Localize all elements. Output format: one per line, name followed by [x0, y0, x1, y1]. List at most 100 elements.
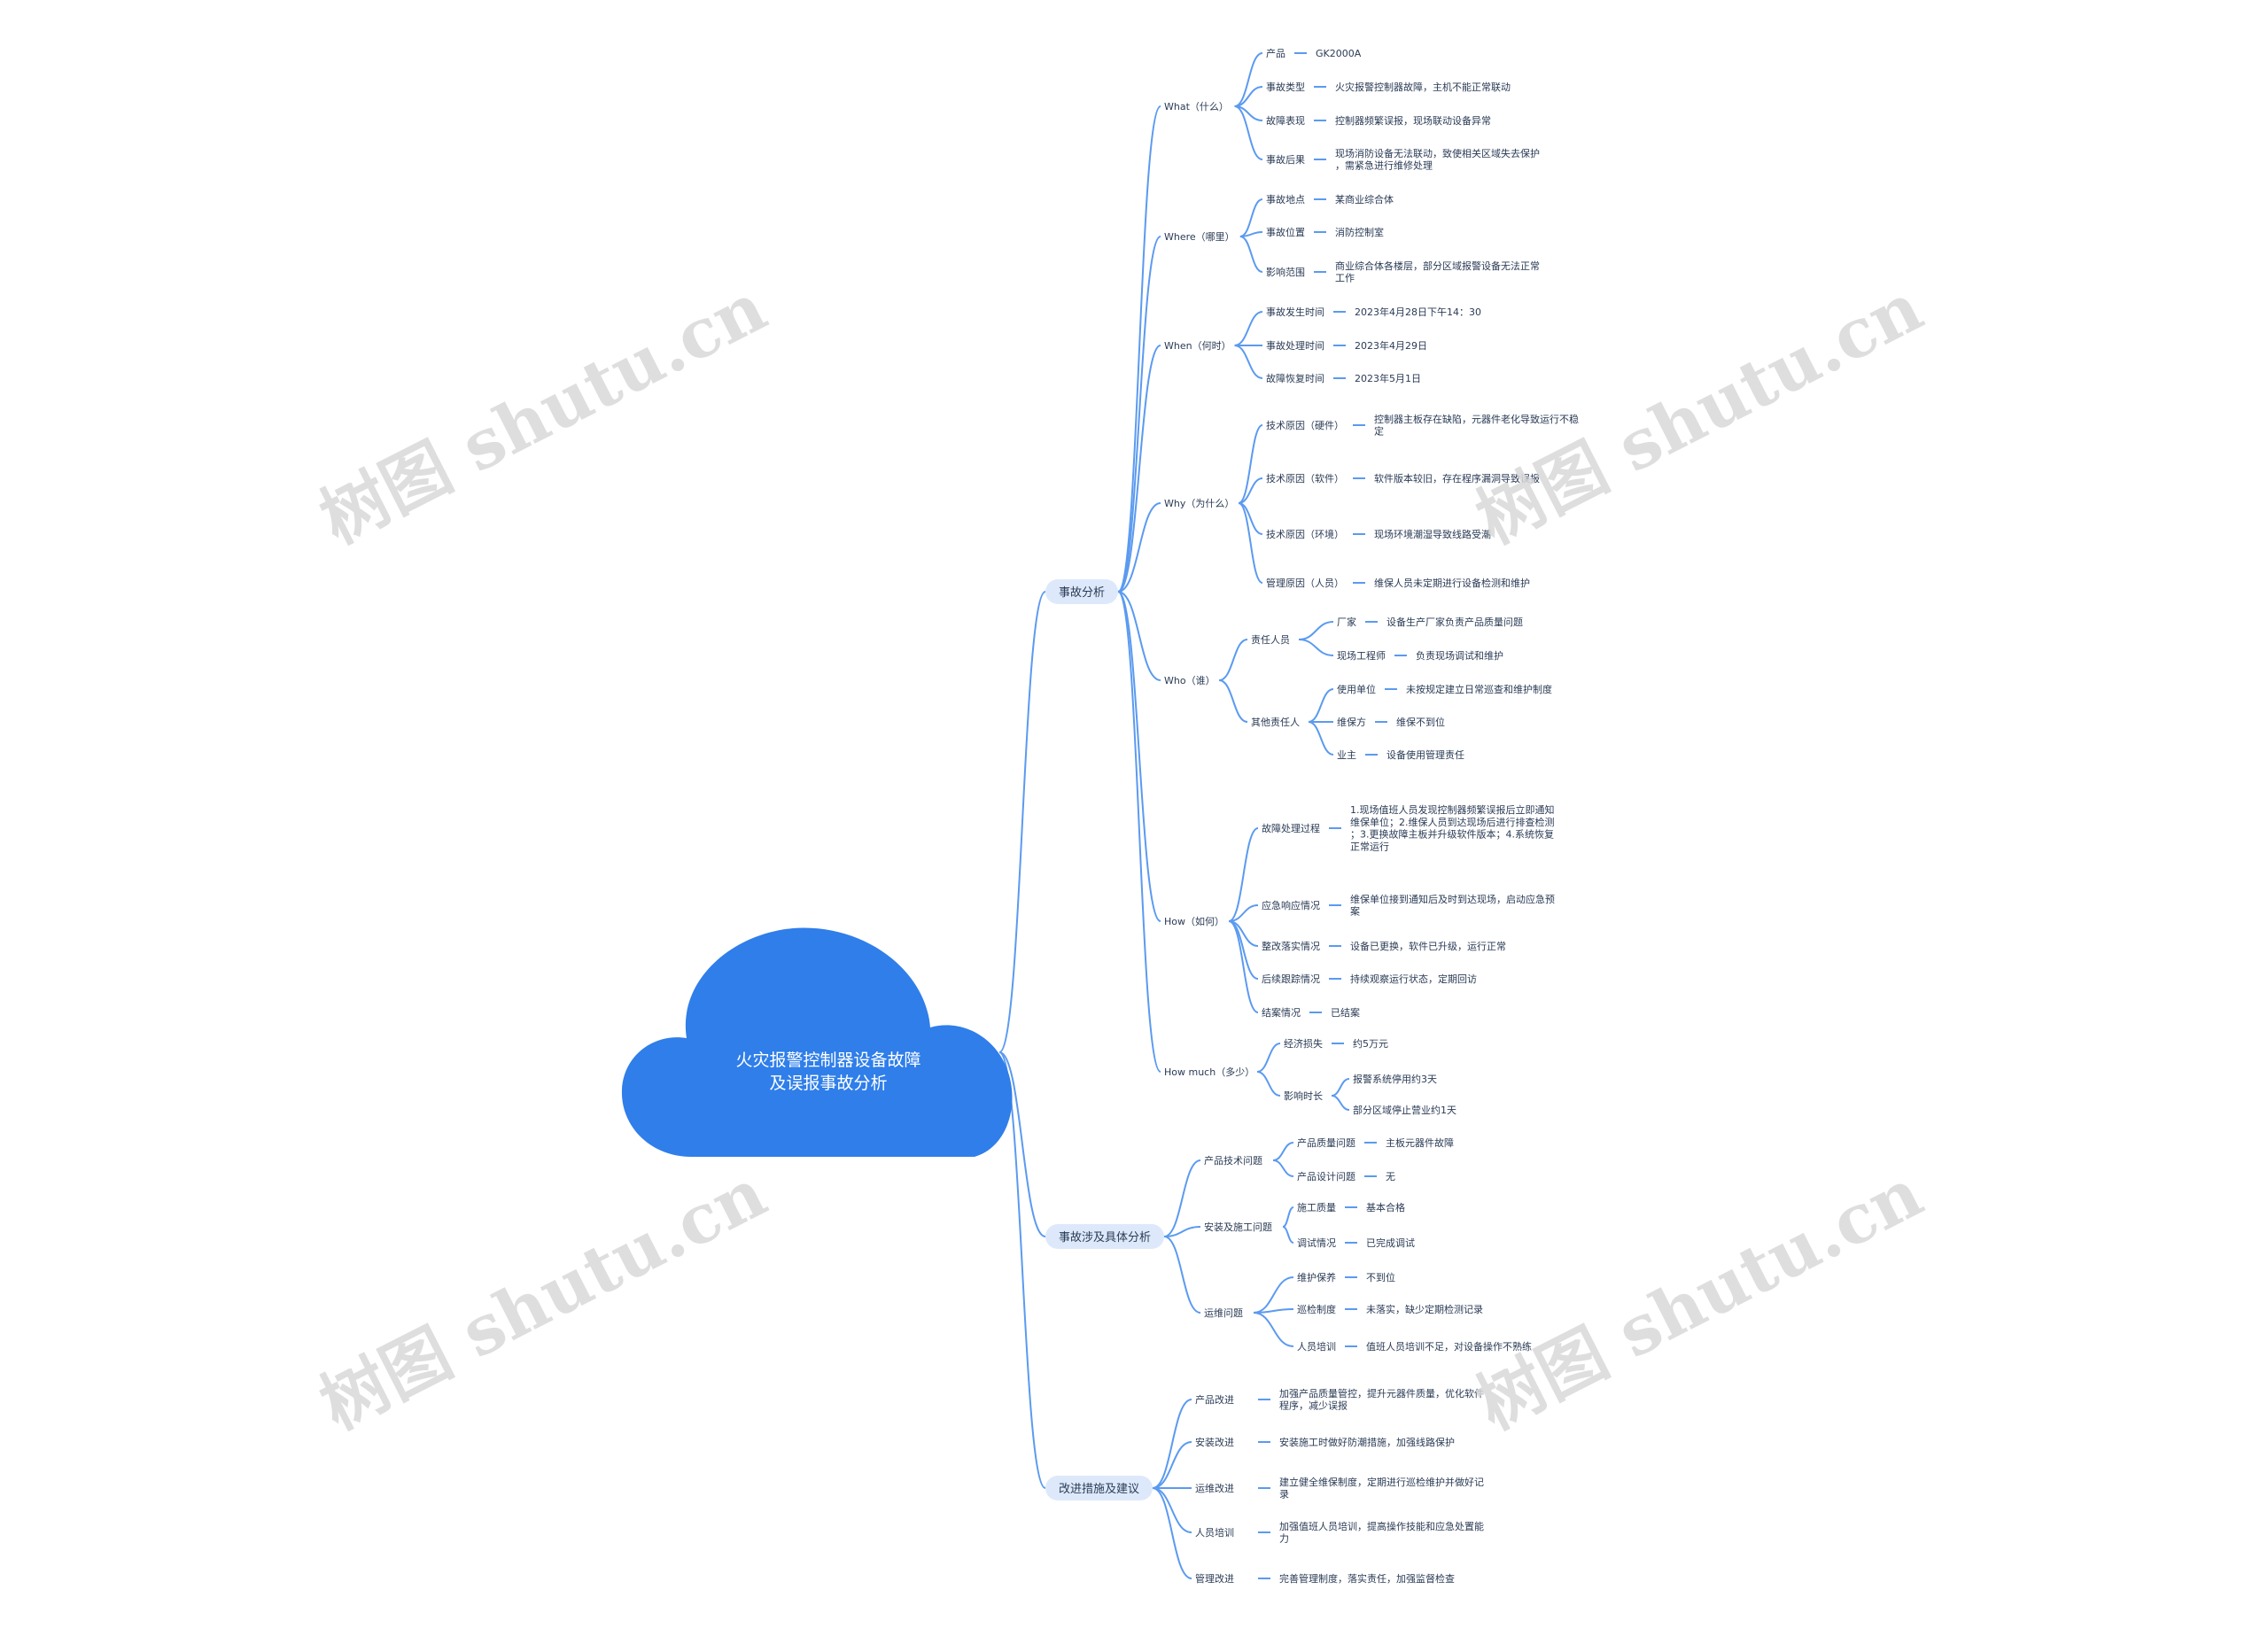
leaf-value[interactable]: 安装施工时做好防潮措施，加强线路保护 [1279, 1436, 1455, 1448]
leaf-value[interactable]: 消防控制室 [1335, 226, 1384, 238]
leaf-value[interactable]: 设备已更换，软件已升级，运行正常 [1350, 940, 1506, 952]
leaf-value[interactable]: 不到位 [1366, 1271, 1395, 1283]
leaf-label[interactable]: 事故地点 [1266, 193, 1305, 205]
group-label[interactable]: 其他责任人 [1251, 717, 1300, 728]
leaf-label[interactable]: 事故后果 [1266, 153, 1305, 166]
leaf-value[interactable]: 已结案 [1331, 1006, 1360, 1019]
group-label[interactable]: 责任人员 [1251, 634, 1290, 646]
branch-1-label[interactable]: 事故涉及具体分析 [1059, 1231, 1151, 1244]
node-How（如何）[interactable]: How（如何） [1164, 915, 1224, 927]
leaf-value[interactable]: 软件版本较旧，存在程序漏洞导致误报 [1374, 472, 1540, 485]
leaf-label[interactable]: 技术原因（软件） [1266, 472, 1344, 485]
leaf-value[interactable]: 2023年4月29日 [1355, 339, 1427, 352]
level2-connector [1238, 424, 1263, 504]
branch-0-label[interactable]: 事故分析 [1059, 586, 1105, 600]
leaf-label[interactable]: 影响时长 [1284, 1090, 1323, 1102]
leaf-label[interactable]: 事故类型 [1266, 81, 1305, 93]
leaf-value[interactable]: 部分区域停止营业约1天 [1353, 1104, 1456, 1116]
node-管理改进[interactable]: 管理改进 [1195, 1572, 1234, 1585]
leaf-value[interactable]: 设备生产厂家负责产品质量问题 [1386, 616, 1523, 628]
node-产品改进[interactable]: 产品改进 [1195, 1393, 1234, 1406]
leaf-value[interactable]: 报警系统停用约3天 [1353, 1073, 1437, 1085]
leaf-label[interactable]: 影响范围 [1266, 266, 1305, 278]
node-How much（多少）[interactable]: How much（多少） [1164, 1066, 1254, 1078]
leaf-value[interactable]: 2023年4月28日下午14：30 [1355, 306, 1481, 318]
level2-connector [1234, 105, 1263, 160]
node-Where（哪里）[interactable]: Where（哪里） [1164, 231, 1235, 243]
leaf-value[interactable]: 无 [1386, 1171, 1395, 1182]
node-安装改进[interactable]: 安装改进 [1195, 1436, 1234, 1448]
branch-2-pill[interactable] [1045, 1476, 1153, 1500]
leaf-value[interactable]: 主板元器件故障 [1386, 1136, 1454, 1149]
leaf-label[interactable]: 巡检制度 [1297, 1303, 1336, 1315]
leaf-label[interactable]: 产品质量问题 [1297, 1136, 1355, 1149]
leaf-label[interactable]: 应急响应情况 [1262, 899, 1320, 911]
node-When（何时）[interactable]: When（何时） [1164, 340, 1231, 352]
leaf-value[interactable]: 加强值班人员培训，提高操作技能和应急处置能力 [1279, 1520, 1484, 1545]
leaf-value[interactable]: 现场消防设备无法联动，致使相关区域失去保护，需紧急进行维修处理 [1335, 147, 1540, 172]
leaf-label[interactable]: 维保方 [1337, 716, 1366, 728]
node-人员培训[interactable]: 人员培训 [1195, 1526, 1234, 1539]
leaf-label[interactable]: 产品设计问题 [1297, 1170, 1355, 1182]
leaf-label[interactable]: 故障表现 [1266, 114, 1305, 127]
level2-connector [1256, 1071, 1281, 1097]
leaf-value[interactable]: 某商业综合体 [1335, 193, 1394, 205]
root-node[interactable]: 火灾报警控制器设备故障 及误报事故分析 [621, 927, 1013, 1157]
leaf-label[interactable]: 技术原因（硬件） [1266, 420, 1344, 431]
leaf-value[interactable]: 2023年5月1日 [1355, 372, 1421, 384]
leaf-label[interactable]: 事故处理时间 [1266, 339, 1324, 352]
leaf-label[interactable]: 技术原因（环境） [1266, 528, 1344, 540]
leaf-label[interactable]: 业主 [1337, 749, 1356, 761]
leaf-value[interactable]: 控制器主板存在缺陷，元器件老化导致运行不稳定 [1374, 413, 1579, 438]
leaf-label[interactable]: 现场工程师 [1337, 649, 1386, 662]
leaf-label[interactable]: 厂家 [1337, 616, 1356, 628]
leaf-value[interactable]: 负责现场调试和维护 [1416, 649, 1503, 662]
leaf-label[interactable]: 故障处理过程 [1262, 822, 1320, 834]
level2-connector [1272, 1142, 1294, 1161]
node-安装及施工问题[interactable]: 安装及施工问题 [1204, 1221, 1272, 1233]
leaf-value[interactable]: 完善管理制度，落实责任，加强监督检查 [1279, 1572, 1455, 1585]
leaf-label[interactable]: 事故位置 [1266, 226, 1305, 238]
leaf-value[interactable]: 火灾报警控制器故障，主机不能正常联动 [1335, 81, 1511, 93]
leaf-value[interactable]: 未落实，缺少定期检测记录 [1366, 1303, 1483, 1315]
leaf-label[interactable]: 整改落实情况 [1262, 940, 1320, 952]
branch-2-label[interactable]: 改进措施及建议 [1059, 1483, 1139, 1496]
leaf-label[interactable]: 维护保养 [1297, 1271, 1336, 1283]
leaf-label[interactable]: 调试情况 [1297, 1237, 1336, 1249]
leaf-value[interactable]: 持续观察运行状态，定期回访 [1350, 973, 1477, 985]
branch-1-pill[interactable] [1045, 1224, 1164, 1249]
leaf-label[interactable]: 使用单位 [1337, 683, 1376, 695]
leaf-label[interactable]: 结案情况 [1262, 1006, 1301, 1019]
leaf-value[interactable]: 商业综合体各楼层，部分区域报警设备无法正常工作 [1335, 260, 1540, 284]
leaf-value[interactable]: 1.现场值班人员发现控制器频繁误报后立即通知维保单位；2.维保人员到达现场后进行… [1350, 803, 1555, 852]
leaf-value[interactable]: 现场环境潮湿导致线路受潮 [1374, 528, 1491, 540]
leaf-value[interactable]: 建立健全维保制度，定期进行巡检维护并做好记录 [1279, 1476, 1484, 1500]
leaf-value[interactable]: 约5万元 [1353, 1038, 1388, 1050]
node-运维问题[interactable]: 运维问题 [1204, 1307, 1243, 1319]
node-What（什么）[interactable]: What（什么） [1164, 101, 1229, 112]
leaf-label[interactable]: 人员培训 [1297, 1340, 1336, 1353]
leaf-label[interactable]: 管理原因（人员） [1266, 577, 1344, 589]
leaf-label[interactable]: 事故发生时间 [1266, 306, 1324, 318]
node-Who（谁）[interactable]: Who（谁） [1164, 675, 1216, 686]
node-产品技术问题[interactable]: 产品技术问题 [1204, 1154, 1262, 1167]
leaf-value[interactable]: 未按规定建立日常巡查和维护制度 [1406, 683, 1552, 695]
leaf-value[interactable]: 已完成调试 [1366, 1237, 1415, 1249]
node-运维改进[interactable]: 运维改进 [1195, 1482, 1234, 1494]
leaf-value[interactable]: 加强产品质量管控，提升元器件质量，优化软件程序，减少误报 [1279, 1387, 1484, 1412]
leaf-value[interactable]: 维保不到位 [1396, 716, 1445, 728]
leaf-value[interactable]: 设备使用管理责任 [1386, 748, 1464, 761]
leaf-label[interactable]: 故障恢复时间 [1266, 372, 1324, 384]
leaf-label[interactable]: 产品 [1266, 47, 1285, 59]
leaf-label[interactable]: 后续跟踪情况 [1262, 973, 1320, 985]
node-Why（为什么）[interactable]: Why（为什么） [1164, 498, 1234, 509]
leaf-value[interactable]: GK2000A [1316, 48, 1362, 59]
leaf-value[interactable]: 值班人员培训不足，对设备操作不熟练 [1366, 1340, 1532, 1353]
branch-0-pill[interactable] [1045, 579, 1118, 604]
leaf-value[interactable]: 基本合格 [1366, 1201, 1405, 1213]
leaf-label[interactable]: 施工质量 [1297, 1202, 1336, 1213]
leaf-value[interactable]: 维保人员未定期进行设备检测和维护 [1374, 577, 1530, 589]
leaf-value[interactable]: 控制器频繁误报，现场联动设备异常 [1335, 114, 1491, 127]
leaf-label[interactable]: 经济损失 [1284, 1037, 1323, 1050]
leaf-value[interactable]: 维保单位接到通知后及时到达现场，启动应急预案 [1350, 893, 1555, 918]
